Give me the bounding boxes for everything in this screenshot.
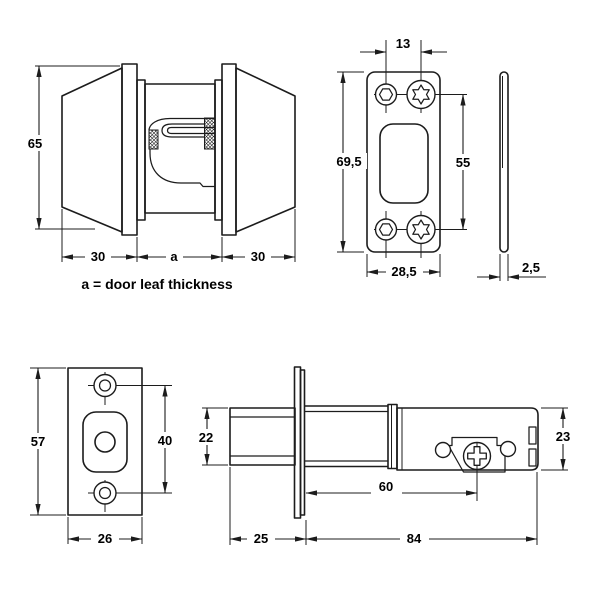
latch-faceplate-view: 57 40 26 [25, 367, 178, 547]
cam-cross-icon [467, 446, 487, 466]
label-mask [247, 531, 275, 547]
dim-label-strike-hole-spacing: 55 [456, 155, 470, 170]
label-mask [152, 432, 178, 448]
dim-label-hole-offset: 13 [396, 36, 410, 51]
label-mask [450, 154, 476, 170]
plate-side-outline [499, 71, 509, 253]
label-mask [550, 428, 577, 444]
latch-bolt-front [82, 411, 128, 473]
torx-socket-icon [412, 84, 430, 105]
dim-label-case-height: 23 [556, 429, 570, 444]
dim-label-left-depth: 30 [91, 249, 105, 264]
label-mask [371, 479, 402, 494]
dim-label-faceplate-hole-spacing: 40 [158, 433, 172, 448]
hex-socket-icon [378, 88, 394, 101]
dim-bolt-height: 22 [193, 407, 228, 466]
dim-label-backset: 60 [379, 479, 393, 494]
dim-lengths: 25 84 [229, 467, 538, 547]
strike-plate-front-view: 13 69,5 55 28,5 [331, 36, 476, 279]
cam-retainer-bracket [447, 436, 506, 473]
dim-label-bolt-height: 22 [199, 430, 213, 445]
label-mask [331, 153, 367, 169]
dim-backset: 60 [305, 479, 478, 496]
spindle-slot [166, 126, 215, 135]
label-mask [386, 263, 423, 279]
latch-case [396, 407, 539, 471]
label-mask [193, 429, 220, 445]
dim-label-strike-height: 69,5 [336, 154, 361, 169]
dim-label-right-depth: 30 [251, 249, 265, 264]
hole-outline [93, 481, 117, 505]
hole-inner [98, 379, 112, 392]
case-hole-right [499, 440, 517, 458]
hole-inner [98, 486, 112, 500]
dim-label-protrusion: 25 [254, 531, 268, 546]
dim-faceplate-height: 57 [25, 367, 66, 516]
case-hole-left [434, 441, 452, 459]
knob-assembly-view: 65 30 a 30 a = door leaf thickness [21, 63, 296, 292]
hub-lower-outline [149, 149, 215, 188]
dim-label-strike-width: 28,5 [391, 264, 416, 279]
dim-knob-depths: 30 a 30 [61, 209, 296, 265]
backplate-edge [299, 369, 306, 516]
label-mask [21, 135, 49, 151]
hole-outline [93, 373, 117, 398]
screw-hole-small-top [374, 83, 398, 106]
bolt-cutout [379, 123, 429, 204]
screw-hole-top [93, 373, 117, 398]
hole-outline [374, 218, 398, 241]
hole-outline [374, 83, 398, 106]
dim-strike-width: 28,5 [366, 254, 441, 279]
dim-hole-offset: 13 [360, 36, 447, 55]
screw-hole-large-bottom [406, 214, 436, 245]
spindle-hole [94, 431, 116, 453]
latch-tube [304, 405, 388, 468]
dim-label-plate-thickness: 2,5 [522, 260, 540, 275]
torx-socket-icon [412, 219, 430, 240]
faceplate-outline [67, 367, 143, 516]
dim-label-knob-height: 65 [28, 136, 42, 151]
spindle-mechanism [148, 117, 216, 188]
label-mask [91, 531, 119, 547]
strike-plate-side-view: 2,5 [477, 71, 546, 281]
label-mask [400, 531, 429, 547]
dim-label-faceplate-height: 57 [31, 434, 45, 449]
knurled-block-left [148, 129, 159, 150]
hub-outline [148, 117, 215, 131]
case-slot-bottom [528, 448, 537, 467]
dim-strike-height: 69,5 [331, 71, 367, 253]
hole-outline [406, 79, 436, 110]
dim-faceplate-width: 26 [67, 517, 143, 547]
label-mask [166, 249, 183, 265]
screw-hole-small-bottom [374, 218, 398, 241]
dim-strike-hole-spacing: 55 [450, 94, 476, 230]
label-mask [25, 433, 51, 449]
latch-bolt-side-view: 22 23 60 25 84 [193, 366, 577, 547]
dim-label-faceplate-width: 26 [98, 531, 112, 546]
label-mask [85, 249, 111, 265]
screw-hole-bottom [93, 481, 117, 505]
right-knob-cone [235, 67, 296, 233]
dim-label-length: 84 [407, 531, 422, 546]
dim-faceplate-hole-spacing: 40 [152, 385, 178, 494]
dim-knob-height: 65 [21, 65, 120, 230]
label-mask [245, 249, 271, 265]
case-slot-top [528, 426, 537, 445]
spindle-sleeve [161, 123, 205, 138]
screw-hole-large-top [406, 79, 436, 110]
dim-case-height: 23 [541, 407, 577, 471]
hole-outline [406, 214, 436, 245]
dim-label-door-thickness: a [170, 249, 178, 264]
dim-plate-thickness: 2,5 [477, 254, 546, 281]
legend-note: a = door leaf thickness [81, 276, 233, 292]
hex-socket-icon [378, 223, 394, 236]
